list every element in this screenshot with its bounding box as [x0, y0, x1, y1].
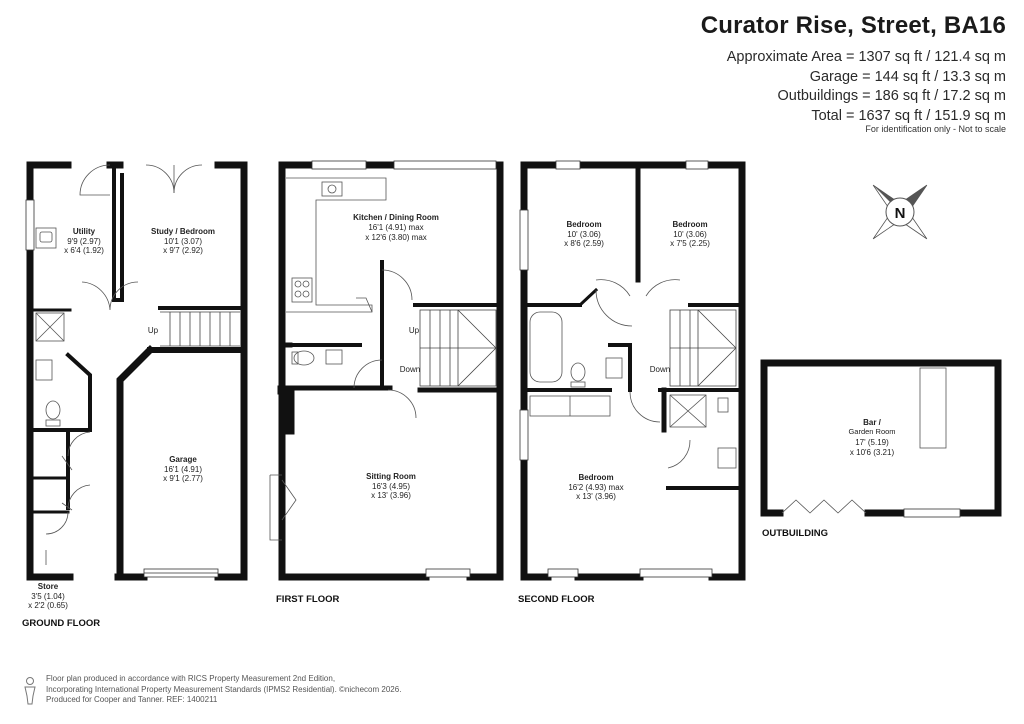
room-name: Bedroom	[672, 220, 707, 229]
floor-label-outbuilding: OUTBUILDING	[762, 528, 828, 539]
room-garage: Garage 16'1 (4.91) x 9'1 (2.77)	[163, 455, 203, 483]
room-name: Kitchen / Dining Room	[353, 213, 439, 222]
outbuilding-plan	[760, 359, 1002, 517]
room-name: Garage	[169, 455, 197, 464]
property-title: Curator Rise, Street, BA16	[700, 12, 1006, 39]
floor-label-ground: GROUND FLOOR	[22, 618, 100, 629]
room-name: Utility	[73, 227, 96, 236]
room-dim: 10' (3.06)	[567, 230, 601, 239]
compass-icon: N	[872, 184, 928, 240]
room-name: Sitting Room	[366, 472, 416, 481]
floor-label-second: SECOND FLOOR	[518, 594, 595, 605]
room-dim: 16'3 (4.95)	[372, 482, 410, 491]
area-outbuildings: Outbuildings = 186 sq ft / 17.2 sq m	[777, 88, 1006, 104]
room-dim: 10' (3.06)	[673, 230, 707, 239]
room-dim: x 8'6 (2.59)	[564, 239, 604, 248]
second-floor-plan	[520, 161, 746, 581]
room-study: Study / Bedroom 10'1 (3.07) x 9'7 (2.92)	[151, 227, 215, 255]
room-dim: x 13' (3.96)	[576, 492, 616, 501]
stairs-up-label: Up	[148, 326, 159, 335]
outbuilding-fixtures	[781, 367, 961, 518]
room-dim: x 12'6 (3.80) max	[365, 233, 427, 242]
room-dim: x 7'5 (2.25)	[670, 239, 710, 248]
room-sitting: Sitting Room 16'3 (4.95) x 13' (3.96)	[366, 472, 416, 500]
scale-note: For identification only - Not to scale	[865, 124, 1006, 134]
room-utility: Utility 9'9 (2.97) x 6'4 (1.92)	[64, 227, 104, 255]
room-dim: x 13' (3.96)	[371, 491, 411, 500]
room-bedroom-1: Bedroom 10' (3.06) x 8'6 (2.59)	[564, 220, 604, 248]
room-name: Store	[38, 582, 59, 591]
first-floor-fixtures	[269, 160, 497, 578]
footer-notes: Floor plan produced in accordance with R…	[46, 674, 401, 706]
room-dim: 10'1 (3.07)	[164, 237, 202, 246]
stairs-down-label: Down	[400, 365, 420, 374]
first-floor-plan	[277, 161, 504, 581]
room-dim: x 2'2 (0.65)	[28, 601, 68, 610]
room-bedroom-3: Bedroom 16'2 (4.93) max x 13' (3.96)	[568, 473, 623, 501]
room-dim: 16'2 (4.93) max	[568, 483, 623, 492]
room-name: Bedroom	[578, 473, 613, 482]
room-dim: x 9'1 (2.77)	[163, 474, 203, 483]
person-icon	[24, 677, 36, 705]
area-total: Total = 1637 sq ft / 151.9 sq m	[811, 107, 1006, 124]
room-dim: x 10'6 (3.21)	[850, 448, 895, 457]
room-dim: 3'5 (1.04)	[31, 592, 65, 601]
room-dim: 16'1 (4.91) max	[368, 223, 423, 232]
room-dim: 16'1 (4.91)	[164, 465, 202, 474]
compass-letter: N	[895, 205, 906, 222]
room-name: Study / Bedroom	[151, 227, 215, 236]
footer-line: Incorporating International Property Mea…	[46, 684, 402, 694]
stairs-up-label: Up	[409, 326, 420, 335]
area-garage: Garage = 144 sq ft / 13.3 sq m	[809, 68, 1006, 85]
room-dim: x 6'4 (1.92)	[64, 246, 104, 255]
area-approximate: Approximate Area = 1307 sq ft / 121.4 sq…	[726, 49, 1006, 65]
floor-label-first: FIRST FLOOR	[276, 594, 339, 605]
area-summary: Approximate Area = 1307 sq ft / 121.4 sq…	[727, 48, 1006, 126]
footer-line: Produced for Cooper and Tanner. REF: 140…	[46, 695, 218, 704]
room-dim: x 9'7 (2.92)	[163, 246, 203, 255]
room-name: Bedroom	[566, 220, 601, 229]
room-kitchen: Kitchen / Dining Room 16'1 (4.91) max x …	[353, 213, 439, 242]
room-name: Bar /	[863, 418, 882, 427]
room-store: Store 3'5 (1.04) x 2'2 (0.65)	[28, 582, 68, 610]
room-dim: 17' (5.19)	[855, 438, 889, 447]
room-bedroom-2: Bedroom 10' (3.06) x 7'5 (2.25)	[670, 220, 710, 248]
room-bar: Bar / Garden Room 17' (5.19) x 10'6 (3.2…	[848, 418, 895, 457]
room-name-2: Garden Room	[848, 427, 895, 436]
stairs-down-label: Down	[650, 365, 670, 374]
second-floor-fixtures	[519, 160, 737, 578]
room-dim: 9'9 (2.97)	[67, 237, 101, 246]
ground-floor-fixtures	[25, 164, 240, 578]
footer-line: Floor plan produced in accordance with R…	[46, 674, 336, 683]
